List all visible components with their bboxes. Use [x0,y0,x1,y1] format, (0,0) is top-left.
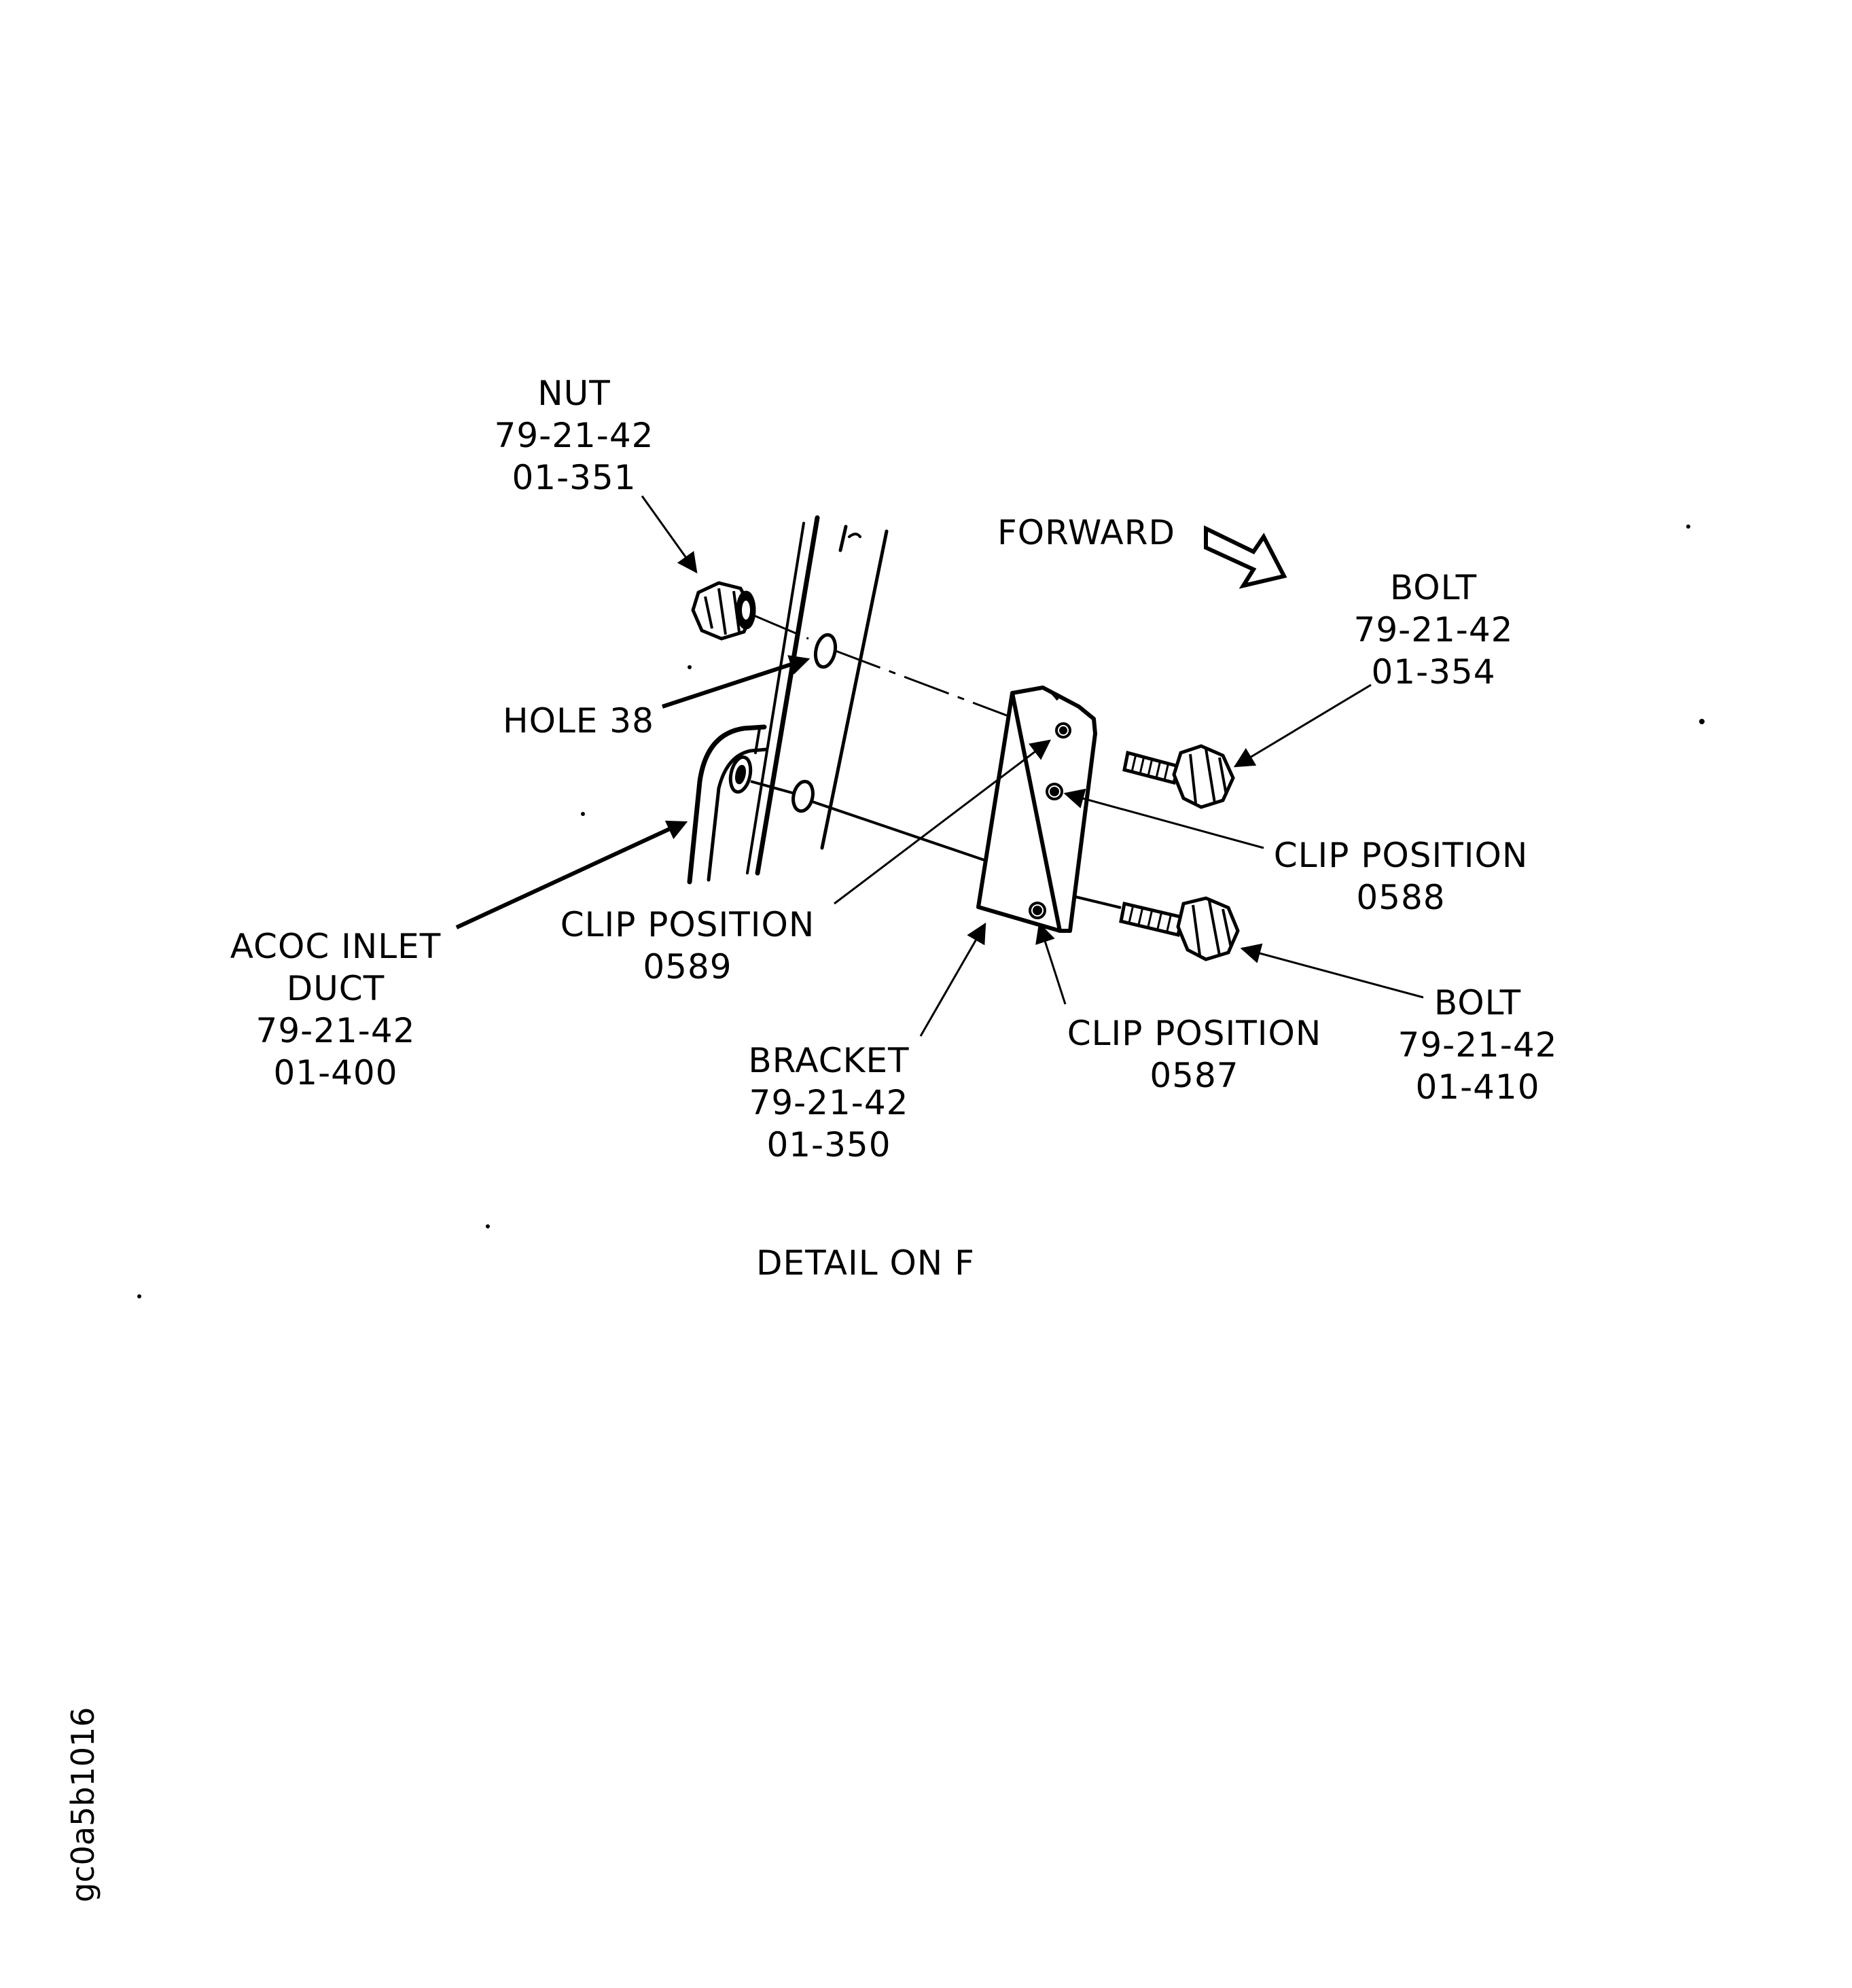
label-clip-0589: CLIP POSITION 0589 [560,905,815,987]
label-nut: NUT 79-21-42 01-351 [494,374,654,497]
bolt-lower-part [1119,896,1240,961]
bolt-upper-part [1122,744,1235,809]
label-bolt-lower: BOLT 79-21-42 01-410 [1397,983,1558,1107]
label-clip-0588: CLIP POSITION 0588 [1273,836,1529,917]
nut-part [691,581,756,641]
leader-bolt-upper [1233,684,1372,768]
diagram-caption: DETAIL ON F [756,1243,975,1283]
label-forward: FORWARD [997,513,1175,552]
centerline-lower [750,780,989,863]
frame-holes [728,633,838,813]
leader-clip-0589 [834,739,1051,905]
leader-bracket [919,922,986,1037]
acoc-inlet-duct [687,724,768,885]
label-duct: ACOC INLET DUCT 79-21-42 01-400 [230,927,442,1093]
figure-id: gc0a5b1016 [65,1707,101,1902]
leader-lines-heavy [455,661,796,929]
scan-specks [137,525,1705,1298]
label-bracket: BRACKET 79-21-42 01-350 [748,1041,910,1165]
leader-bolt-lower [1240,943,1424,999]
label-bolt-upper: BOLT 79-21-42 01-354 [1353,568,1514,692]
label-hole: HOLE 38 [503,701,654,741]
leader-nut [641,495,698,574]
frame-structure [746,515,889,876]
forward-arrow-icon [1204,525,1287,589]
bracket-part [976,686,1097,933]
bracket-holes [1029,722,1071,919]
centerline-upper [753,614,1074,742]
leader-lines [456,495,1424,1037]
leader-clip-0587 [1035,922,1067,1005]
label-clip-0587: CLIP POSITION 0587 [1067,1014,1322,1095]
leader-clip-0588 [1063,788,1264,849]
